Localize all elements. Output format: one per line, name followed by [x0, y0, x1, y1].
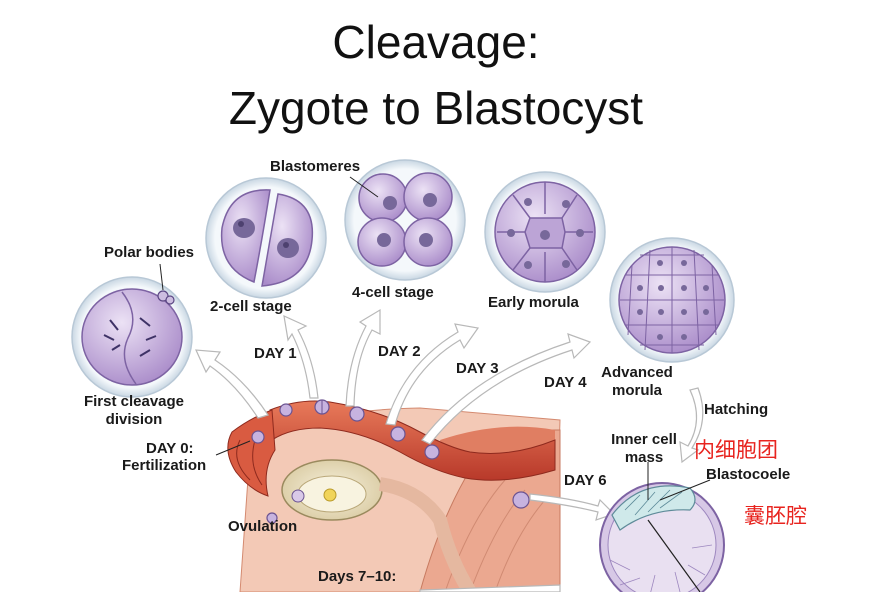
fallopian-tube: [227, 399, 556, 509]
annotation-blastocoele-cn: 囊胚腔: [744, 504, 807, 528]
label-day-0: DAY 0:: [146, 440, 194, 457]
arrows: [195, 308, 704, 592]
leader-lines: [215, 440, 251, 456]
blastocyst: [599, 462, 725, 592]
label-day-6: DAY 6: [564, 472, 607, 489]
label-4-cell-stage: 4-cell stage: [352, 284, 434, 301]
label-days-7-10: Days 7–10:: [318, 568, 397, 585]
annotation-inner-cell-mass-cn: 内细胞团: [694, 438, 778, 462]
label-polar-bodies: Polar bodies: [104, 244, 195, 261]
label-blastomeres: Blastomeres: [270, 158, 361, 175]
advanced-morula: [609, 237, 735, 363]
label-day-1: DAY 1: [254, 345, 297, 362]
four-cell-stage: [344, 159, 466, 281]
title-line-2: Zygote to Blastocyst: [228, 82, 644, 134]
label-blastocoele: Blastocoele: [706, 466, 791, 483]
label-inner-cell-mass: Inner cell mass: [611, 431, 677, 466]
label-first-cleavage: First cleavage division: [83, 393, 185, 428]
label-2-cell-stage: 2-cell stage: [210, 298, 292, 315]
title-line-1: Cleavage:: [332, 16, 540, 68]
label-day-4: DAY 4: [544, 374, 587, 391]
label-ovulation: Ovulation: [228, 518, 298, 535]
two-cell-stage: [205, 177, 327, 299]
label-fertilization: Fertilization: [122, 457, 207, 474]
ovary: [266, 459, 476, 592]
label-hatching: Hatching: [704, 401, 769, 418]
label-day-2: DAY 2: [378, 343, 421, 360]
label-day-3: DAY 3: [456, 360, 499, 377]
label-early-morula: Early morula: [488, 294, 579, 311]
first-cleavage-cell: [71, 263, 193, 398]
label-advanced-morula: Advanced morula: [601, 364, 673, 399]
early-morula: [484, 171, 606, 293]
